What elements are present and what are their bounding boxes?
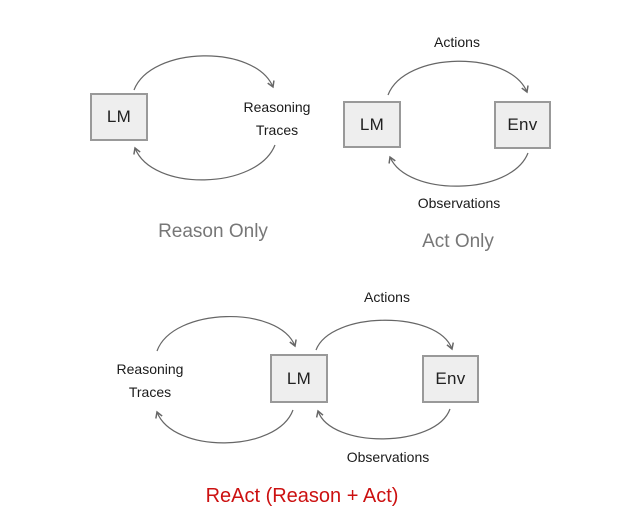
- react-lm-box: LM: [270, 354, 328, 403]
- act-only-actions-label: Actions: [434, 34, 480, 50]
- reasoning-traces-line1: Reasoning: [243, 99, 311, 115]
- react-reasoning-traces-label: Reasoning Traces: [90, 358, 210, 404]
- reason-only-caption: Reason Only: [158, 221, 268, 242]
- arrow-react-actions-lm-to-env: [315, 319, 454, 351]
- react-reasoning-traces-line2: Traces: [128, 384, 172, 400]
- arrow-actions-lm-to-env: [387, 60, 529, 96]
- arrow-react-lm-to-reasoning: [155, 409, 294, 444]
- act-only-caption: Act Only: [422, 231, 494, 252]
- reason-only-lm-label: LM: [106, 107, 132, 126]
- react-env-box: Env: [422, 355, 479, 403]
- arrow-react-reasoning-to-lm: [156, 315, 297, 352]
- react-lm-label: LM: [286, 368, 312, 388]
- act-only-observations-label: Observations: [417, 195, 501, 211]
- act-only-lm-box: LM: [343, 101, 401, 148]
- arrow-react-observations-env-to-lm: [315, 408, 451, 440]
- reason-only-reasoning-traces-label: Reasoning Traces: [217, 96, 337, 142]
- act-only-lm-label: LM: [359, 114, 385, 134]
- react-title: ReAct (Reason + Act): [205, 485, 399, 507]
- arrow-lm-to-reasoning-traces: [133, 55, 275, 91]
- act-only-env-box: Env: [494, 101, 551, 149]
- react-reasoning-traces-line1: Reasoning: [116, 361, 184, 377]
- react-actions-label: Actions: [364, 289, 410, 305]
- reason-only-lm-box: LM: [90, 93, 148, 141]
- arrow-reasoning-traces-to-lm: [133, 144, 276, 181]
- reasoning-traces-line2: Traces: [255, 122, 299, 138]
- arrow-observations-env-to-lm: [388, 152, 529, 187]
- react-observations-label: Observations: [346, 449, 430, 465]
- act-only-env-label: Env: [507, 115, 538, 134]
- react-env-label: Env: [435, 369, 466, 388]
